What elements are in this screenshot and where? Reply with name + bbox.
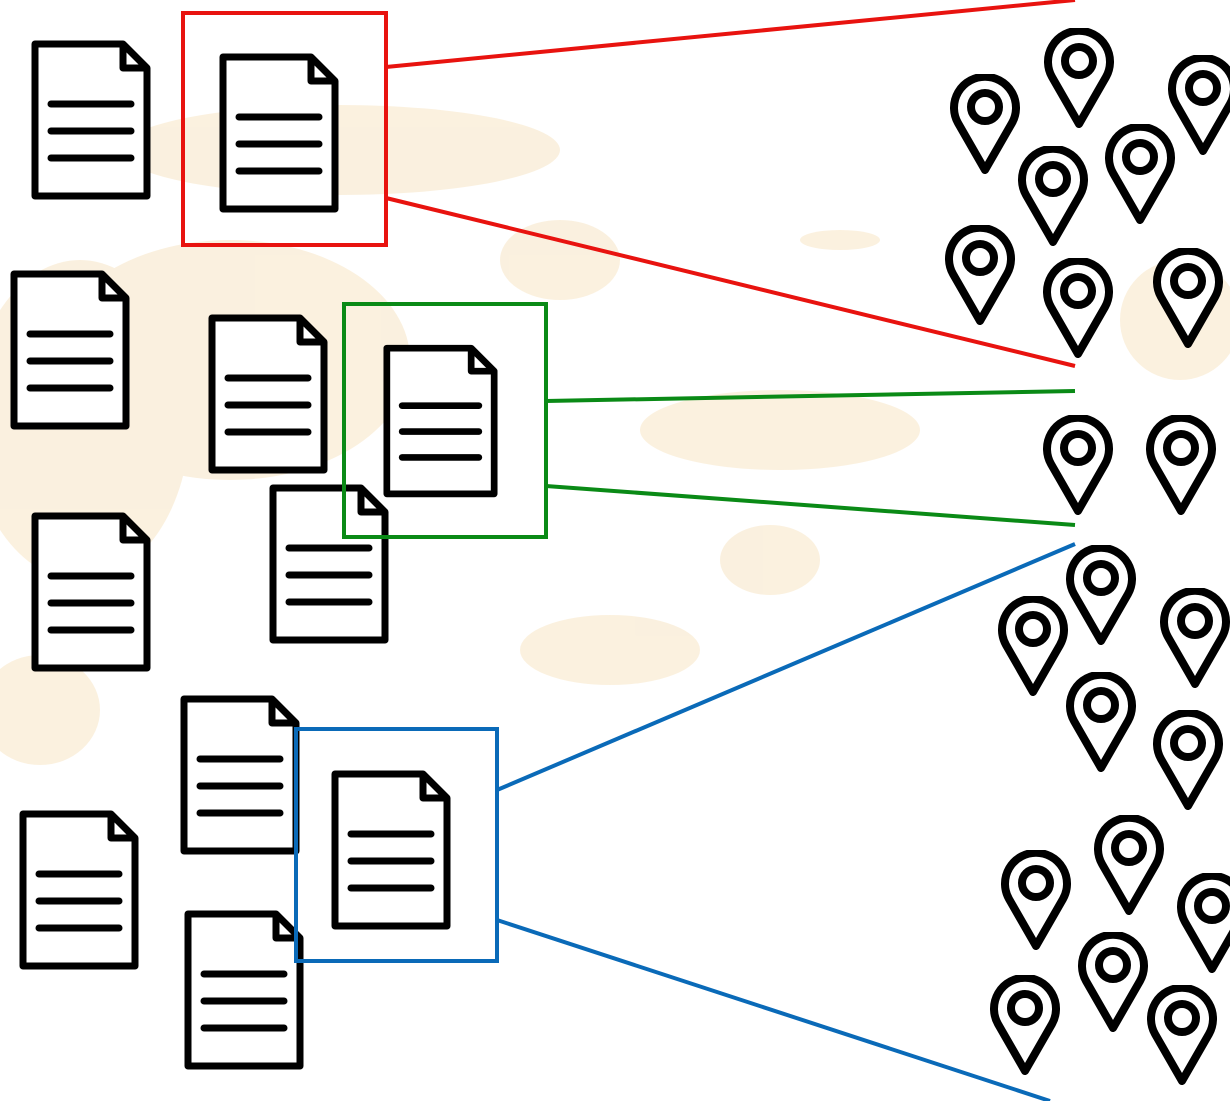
map-pin-icon xyxy=(1098,818,1160,911)
green-connector-bottom xyxy=(545,484,1076,527)
map-pin-icon xyxy=(1164,591,1226,684)
document-icon xyxy=(14,274,126,426)
map-pin-icon xyxy=(1150,418,1212,511)
document-icon xyxy=(188,914,300,1066)
highlight-boxes xyxy=(181,11,548,963)
document-icon xyxy=(273,488,385,640)
map-pin-icon xyxy=(1047,418,1109,511)
document-icon xyxy=(184,699,296,851)
map-pin-icon xyxy=(1048,31,1110,124)
map-pin-icon xyxy=(1070,675,1132,768)
document-icon xyxy=(387,348,494,494)
document-icon xyxy=(23,814,135,966)
map-pin-icon xyxy=(1109,127,1171,220)
document-icon xyxy=(335,774,447,926)
document-icon xyxy=(35,44,147,196)
location-pins xyxy=(949,31,1230,1081)
document-icon xyxy=(35,516,147,668)
red-connector-bottom xyxy=(385,196,1076,368)
map-pin-icon xyxy=(1151,988,1213,1081)
green-highlight-box xyxy=(342,302,548,539)
map-pin-icon xyxy=(1022,149,1084,242)
map-pin-icon xyxy=(949,228,1011,321)
map-pin-icon xyxy=(1070,548,1132,641)
documents xyxy=(14,44,494,1066)
map-pin-icon xyxy=(1157,713,1219,806)
red-connector-top xyxy=(385,0,1076,69)
map-pin-icon xyxy=(954,77,1016,170)
blue-connector-bottom xyxy=(496,918,1051,1101)
blue-connector-top xyxy=(496,542,1076,792)
map-pin-icon xyxy=(1082,935,1144,1028)
red-highlight-box xyxy=(181,11,388,247)
connector-lines xyxy=(385,0,1076,1101)
green-connector-top xyxy=(545,389,1076,403)
map-pin-icon xyxy=(1005,853,1067,946)
map-pin-icon xyxy=(1172,58,1230,151)
document-icon xyxy=(212,318,324,470)
map-pin-icon xyxy=(994,978,1056,1071)
map-pin-icon xyxy=(1047,261,1109,354)
blue-highlight-box xyxy=(294,727,499,963)
map-pin-icon xyxy=(1002,599,1064,692)
document-icon xyxy=(223,57,335,209)
map-pin-icon xyxy=(1181,876,1230,969)
